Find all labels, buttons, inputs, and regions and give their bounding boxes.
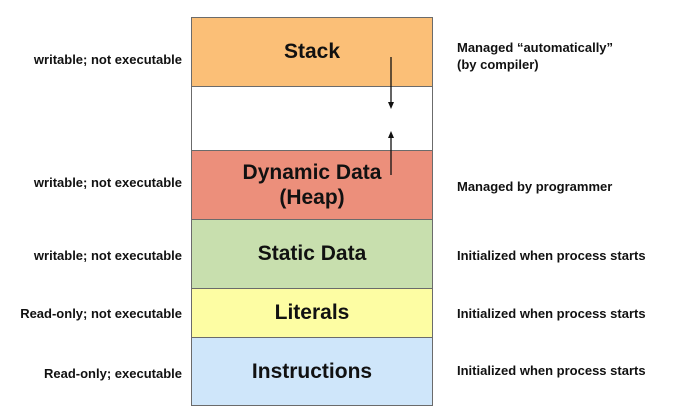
literals-management: Initialized when process starts (457, 306, 646, 321)
stack-permission: writable; not executable (33, 52, 182, 67)
stack-management-line1: Managed “automatically” (457, 40, 614, 55)
stack-management: Managed “automatically” (by compiler) (457, 40, 613, 74)
literals-label: Literals (274, 301, 350, 325)
stack-segment: Stack (191, 17, 433, 87)
heap-segment: Dynamic Data (Heap) (191, 150, 433, 220)
literals-permission: Read-only; not executable (20, 306, 182, 321)
heap-label-line2: (Heap) (279, 186, 345, 209)
static-data-label: Static Data (257, 242, 367, 266)
instructions-segment: Instructions (191, 337, 433, 406)
heap-management: Managed by programmer (457, 179, 613, 194)
heap-permission: writable; not executable (33, 175, 182, 190)
static-management: Initialized when process starts (457, 248, 646, 263)
heap-label-line1: Dynamic Data (242, 160, 382, 184)
stack-label: Stack (283, 40, 341, 64)
instructions-permission: Read-only; executable (44, 366, 182, 381)
instructions-label: Instructions (251, 359, 373, 383)
stack-growth-arrow (388, 57, 394, 109)
stack-management-line2: (by compiler) (457, 56, 539, 72)
literals-segment: Literals (191, 288, 433, 338)
heap-growth-arrow (388, 131, 394, 175)
static-permission: writable; not executable (33, 248, 182, 263)
instructions-management: Initialized when process starts (457, 363, 646, 378)
